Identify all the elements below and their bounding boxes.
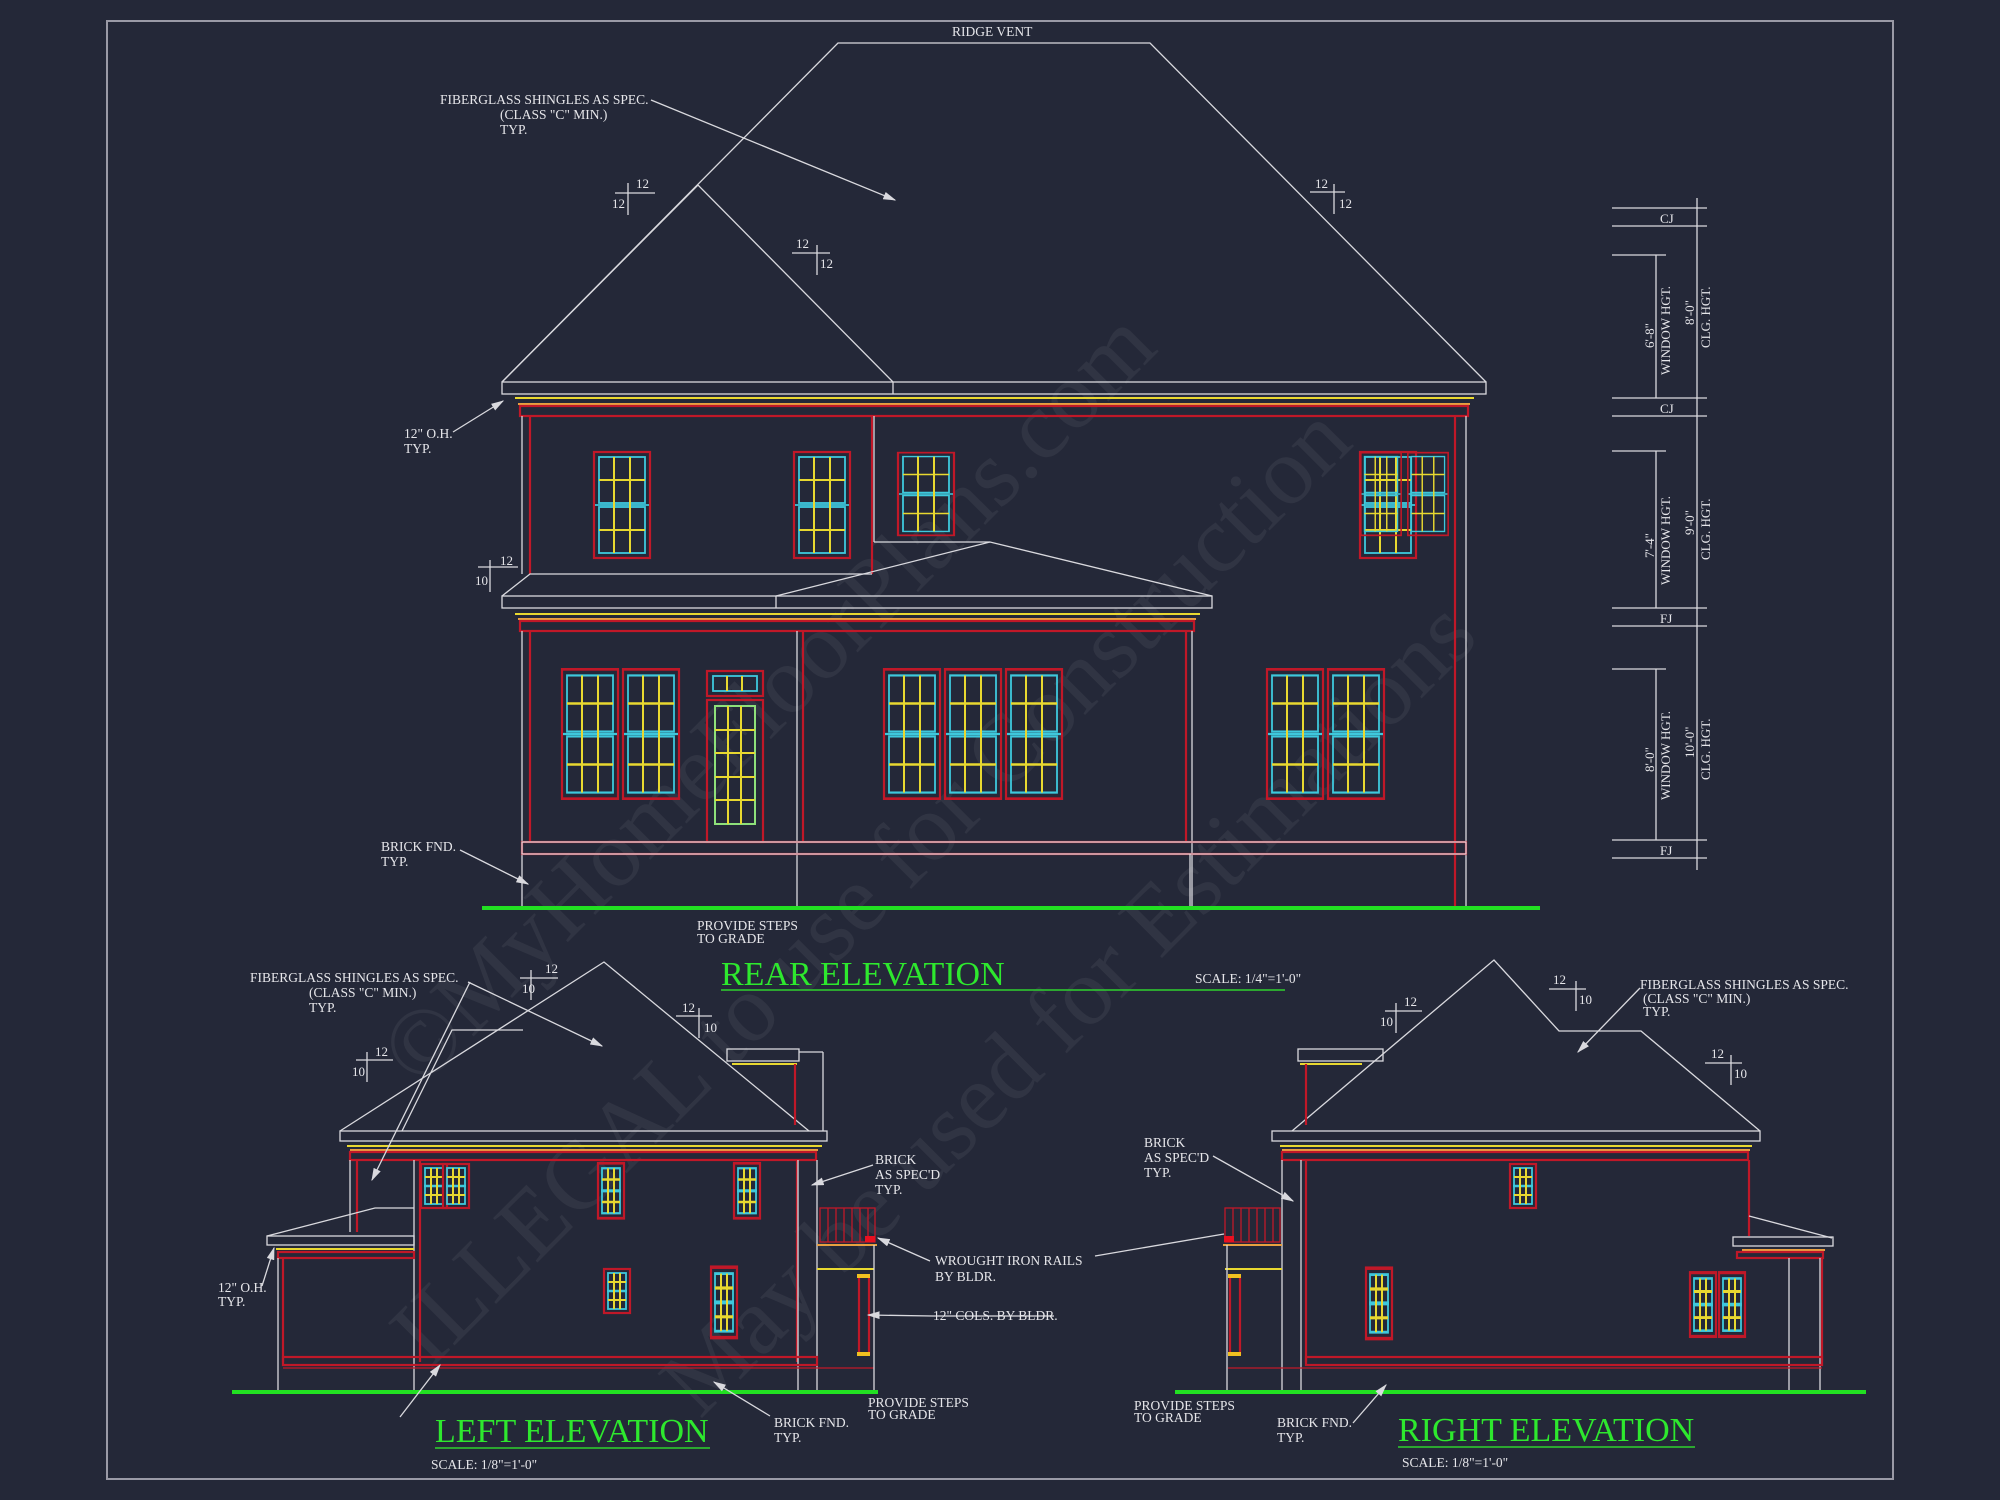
dim-main-ceiling: 9'-0" — [1682, 510, 1697, 535]
right-pitch-rise: 10 — [1380, 1014, 1393, 1029]
right-scale: SCALE: 1/8"=1'-0" — [1402, 1455, 1508, 1470]
dim-lower-window-label: WINDOW HGT. — [1658, 711, 1673, 800]
dim-fj-mid: FJ — [1660, 611, 1672, 626]
right-brick-fnd-note-1: BRICK FND. — [1277, 1415, 1352, 1430]
rear-steps-note-1: PROVIDE STEPS — [697, 918, 798, 933]
rear-steps-note-2: TO GRADE — [697, 931, 765, 946]
left-pitch-rise: 10 — [522, 981, 535, 996]
left-brick-fnd-note-1: BRICK FND. — [774, 1415, 849, 1430]
right-pitch-run: 12 — [1404, 994, 1417, 1009]
left-brick-note-3: TYP. — [875, 1182, 902, 1197]
right-steps-note-1: PROVIDE STEPS — [1134, 1398, 1235, 1413]
dim-cj-top: CJ — [1660, 211, 1674, 226]
ridge-vent-note: RIDGE VENT — [952, 24, 1033, 39]
right-brick-note-1: BRICK — [1144, 1135, 1186, 1150]
rear-pitch-rise: 12 — [820, 256, 833, 271]
left-shingles-note-2: (CLASS "C" MIN.) — [309, 985, 416, 1000]
right-pitch-rise: 10 — [1734, 1066, 1747, 1081]
rear-overhang-note-1: 12" O.H. — [404, 426, 453, 441]
dim-fj-bottom: FJ — [1660, 843, 1672, 858]
left-rails-note-2: BY BLDR. — [935, 1269, 996, 1284]
dim-upper-window: 6'-8" — [1642, 323, 1657, 348]
height-dimensions — [1612, 198, 1707, 870]
left-elevation-title: LEFT ELEVATION — [435, 1413, 709, 1450]
rear-brick-fnd-note-1: BRICK FND. — [381, 839, 456, 854]
right-shingles-note-2: (CLASS "C" MIN.) — [1643, 991, 1750, 1006]
left-pitch-rise: 10 — [704, 1020, 717, 1035]
left-rails-note-1: WROUGHT IRON RAILS — [935, 1253, 1083, 1268]
right-pitch-rise: 10 — [1579, 992, 1592, 1007]
rear-pitch-run: 12 — [796, 236, 809, 251]
left-steps-note-2: TO GRADE — [868, 1407, 936, 1422]
dim-main-ceiling-label: CLG. HGT. — [1698, 498, 1713, 560]
rear-pitch-run: 12 — [636, 176, 649, 191]
rear-brick-fnd-note-2: TYP. — [381, 854, 408, 869]
rear-shingles-note-1: FIBERGLASS SHINGLES AS SPEC. — [440, 92, 649, 107]
right-elevation-title: RIGHT ELEVATION — [1398, 1412, 1694, 1449]
dim-upper-window-label: WINDOW HGT. — [1658, 286, 1673, 375]
dim-main-window: 7'-4" — [1642, 533, 1657, 558]
right-pitch-run: 12 — [1553, 972, 1566, 987]
right-elevation-drawing — [1094, 959, 1866, 1424]
dim-upper-ceiling-label: CLG. HGT. — [1698, 286, 1713, 348]
rear-pitch-run: 12 — [1315, 176, 1328, 191]
left-pitch-rise: 10 — [352, 1064, 365, 1079]
left-pitch-run: 12 — [682, 1000, 695, 1015]
left-pitch-run: 12 — [375, 1044, 388, 1059]
rear-elevation-drawing — [452, 42, 1540, 910]
dim-main-window-label: WINDOW HGT. — [1658, 496, 1673, 585]
left-brick-note-1: BRICK — [875, 1152, 917, 1167]
rear-pitch-rise: 10 — [475, 573, 488, 588]
right-brick-note-3: TYP. — [1144, 1165, 1171, 1180]
rear-scale: SCALE: 1/4"=1'-0" — [1195, 971, 1301, 986]
left-scale: SCALE: 1/8"=1'-0" — [431, 1457, 537, 1472]
left-overhang-note-1: 12" O.H. — [218, 1280, 267, 1295]
left-elevation-drawing — [232, 961, 1054, 1418]
right-brick-note-2: AS SPEC'D — [1144, 1150, 1209, 1165]
dim-cj-mid: CJ — [1660, 401, 1674, 416]
rear-overhang-note-2: TYP. — [404, 441, 431, 456]
rear-pitch-run: 12 — [500, 553, 513, 568]
sheet-border — [106, 20, 1894, 1480]
right-shingles-note-3: TYP. — [1643, 1004, 1670, 1019]
right-brick-fnd-note-2: TYP. — [1277, 1430, 1304, 1445]
rear-pitch-rise: 12 — [1339, 196, 1352, 211]
right-shingles-note-1: FIBERGLASS SHINGLES AS SPEC. — [1640, 977, 1849, 992]
left-shingles-note-3: TYP. — [309, 1000, 336, 1015]
left-shingles-note-1: FIBERGLASS SHINGLES AS SPEC. — [250, 970, 459, 985]
dim-lower-ceiling-label: CLG. HGT. — [1698, 718, 1713, 780]
rear-pitch-rise: 12 — [612, 196, 625, 211]
dim-lower-window: 8'-0" — [1642, 747, 1657, 772]
dim-lower-ceiling: 10'-0" — [1682, 727, 1697, 758]
left-steps-note-1: PROVIDE STEPS — [868, 1395, 969, 1410]
rear-elevation-title: REAR ELEVATION — [721, 956, 1005, 993]
dim-upper-ceiling: 8'-0" — [1682, 300, 1697, 325]
rear-shingles-note-3: TYP. — [500, 122, 527, 137]
left-cols-note: 12" COLS. BY BLDR. — [933, 1308, 1058, 1323]
left-overhang-note-2: TYP. — [218, 1294, 245, 1309]
right-steps-note-2: TO GRADE — [1134, 1410, 1202, 1425]
left-brick-note-2: AS SPEC'D — [875, 1167, 940, 1182]
left-brick-fnd-note-2: TYP. — [774, 1430, 801, 1445]
left-pitch-run: 12 — [545, 961, 558, 976]
right-pitch-run: 12 — [1711, 1046, 1724, 1061]
rear-shingles-note-2: (CLASS "C" MIN.) — [500, 107, 607, 122]
